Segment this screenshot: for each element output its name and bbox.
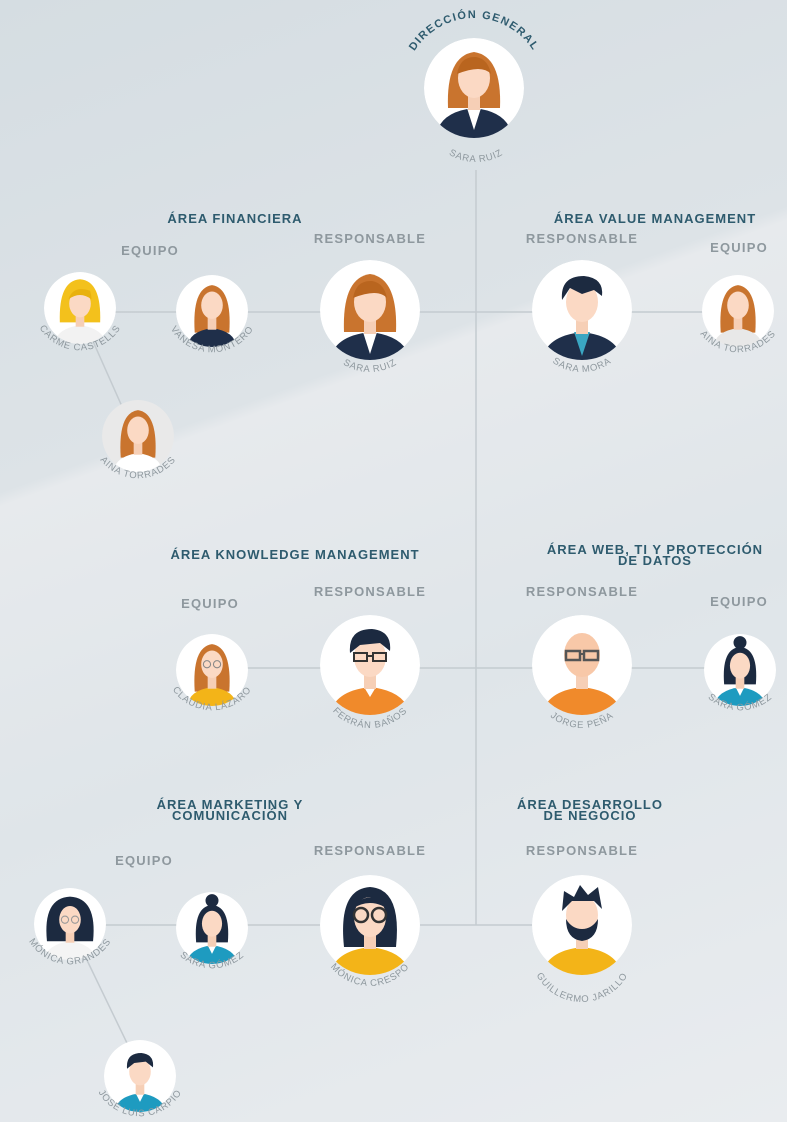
woman-long-hair-icon — [102, 400, 174, 472]
avatar-vanesa-montero — [176, 275, 248, 347]
web-title-line2: DE DATOS — [618, 553, 692, 568]
svg-text:GUILLERMO JARILLO: GUILLERMO JARILLO — [534, 971, 630, 1005]
avatar-ferran-banos — [320, 615, 420, 715]
woman-bun-icon — [176, 892, 248, 964]
value-lead-label: RESPONSABLE — [525, 231, 639, 246]
avatar-sara-gomez-marketing — [176, 892, 248, 964]
avatar-sara-ruiz-direccion — [424, 38, 524, 138]
arc-names-value: SARA MORA AINA TORRADES — [551, 328, 778, 375]
avatar-aina-torrades-value — [702, 275, 774, 347]
desarrollo-title: ÁREA DESARROLLO DE NEGOCIO — [500, 797, 680, 823]
avatar-sara-mora — [532, 260, 632, 360]
woman-blonde-icon — [44, 272, 116, 344]
marketing-title-line2: COMUNICACIÓN — [172, 808, 288, 823]
financiera-title: ÁREA FINANCIERA — [167, 211, 303, 226]
bearded-man-icon — [532, 875, 632, 975]
web-team-label: EQUIPO — [710, 594, 768, 609]
bald-man-glasses-icon — [532, 615, 632, 715]
woman-glasses-icon — [176, 634, 248, 706]
value-title: ÁREA VALUE MANAGEMENT — [553, 211, 757, 226]
value-team-label: EQUIPO — [710, 240, 768, 255]
man-dark-hair-icon — [104, 1040, 176, 1112]
man-glasses-icon — [320, 615, 420, 715]
web-lead-label: RESPONSABLE — [525, 584, 639, 599]
woman-long-hair-suit-icon — [424, 38, 524, 138]
marketing-title: ÁREA MARKETING Y COMUNICACIÓN — [120, 797, 340, 823]
desarrollo-title-line2: DE NEGOCIO — [543, 808, 637, 823]
desarrollo-title-line1: ÁREA DESARROLLO — [517, 797, 663, 812]
web-title-line1: ÁREA WEB, TI Y PROTECCIÓN — [546, 542, 764, 557]
avatar-sara-gomez-web — [704, 634, 776, 706]
avatar-carme-castells — [44, 272, 116, 344]
arc-title-direccion: DIRECCIÓN GENERAL — [407, 8, 540, 53]
financiera-team-label: EQUIPO — [121, 243, 179, 258]
woman-long-hair-suit-icon — [320, 260, 420, 360]
woman-curly-hair-icon — [34, 888, 106, 960]
arc-name-direccion: SARA RUIZ — [447, 147, 504, 165]
arc-names-financiera: SARA RUIZ VANESA MONTERO CARME CASTELLS … — [37, 323, 398, 481]
knowledge-team-label: EQUIPO — [181, 596, 239, 611]
marketing-title-line1: ÁREA MARKETING Y — [156, 797, 304, 812]
desarrollo-lead-label: RESPONSABLE — [525, 843, 639, 858]
woman-bun-icon — [704, 634, 776, 706]
web-title: ÁREA WEB, TI Y PROTECCIÓN DE DATOS — [520, 542, 787, 568]
woman-long-hair-icon — [176, 275, 248, 347]
marketing-team-label: EQUIPO — [115, 853, 173, 868]
avatar-sara-ruiz-financiera — [320, 260, 420, 360]
woman-dark-hair-glasses-icon — [320, 875, 420, 975]
avatar-claudia-lazaro — [176, 634, 248, 706]
avatar-jorge-pena — [532, 615, 632, 715]
knowledge-title: ÁREA KNOWLEDGE MANAGEMENT — [170, 547, 420, 562]
man-dark-hair-icon — [532, 260, 632, 360]
avatar-monica-grandes — [34, 888, 106, 960]
arc-names-knowledge: FERRÁN BAÑOS CLAUDIA LÁZARO — [170, 685, 409, 732]
desarrollo-lead-name: GUILLERMO JARILLO — [534, 971, 630, 1005]
avatar-guillermo-jarillo — [532, 875, 632, 975]
avatar-jose-luis-carpio — [104, 1040, 176, 1112]
marketing-lead-label: RESPONSABLE — [313, 843, 427, 858]
woman-long-hair-icon — [702, 275, 774, 347]
avatar-monica-crespo — [320, 875, 420, 975]
knowledge-lead-label: RESPONSABLE — [313, 584, 427, 599]
arc-names-web: JORGE PEÑA SARA GÓMEZ — [548, 692, 773, 732]
financiera-lead-label: RESPONSABLE — [313, 231, 427, 246]
avatar-aina-torrades-financiera — [102, 400, 174, 472]
